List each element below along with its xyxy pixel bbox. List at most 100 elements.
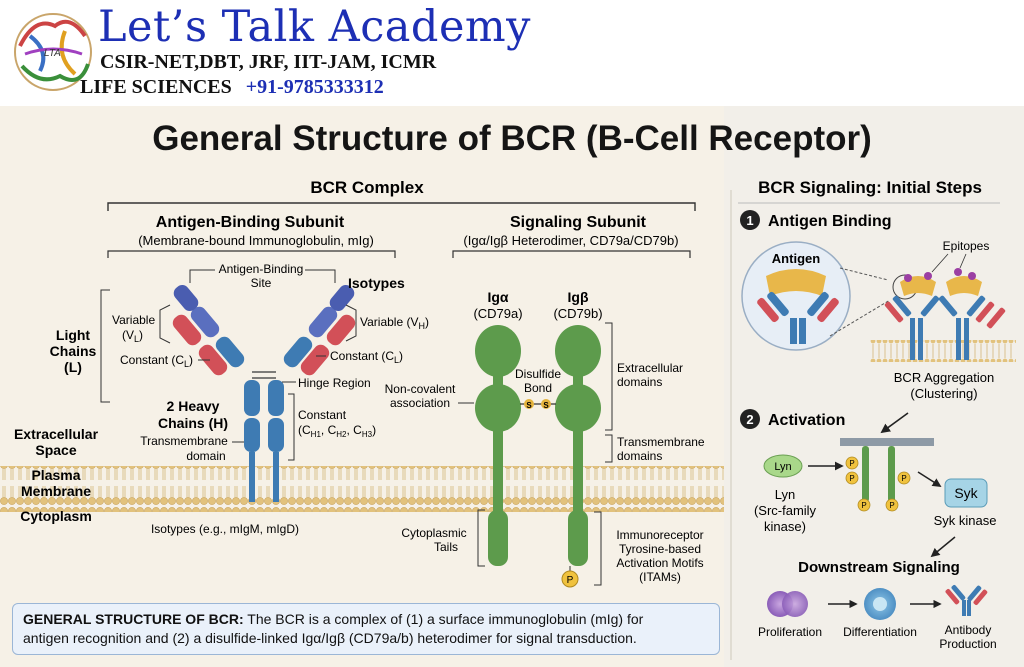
brand-subject-line: LIFE SCIENCES+91-9785333312 — [80, 76, 384, 99]
ig-beta-transmembrane — [573, 430, 583, 512]
signaling-subunit-subtitle: (Igα/Igβ Heterodimer, CD79a/CD79b) — [463, 233, 678, 248]
signaling-subunit-bracket — [452, 250, 691, 258]
zoom-line-bottom — [829, 299, 891, 337]
itam-line1: Immunoreceptor — [616, 528, 703, 542]
academy-logo: LTA — [14, 13, 92, 91]
heavy-chains-line2: Chains (H) — [158, 415, 228, 431]
caption-bold: GENERAL STRUCTURE OF BCR: — [23, 611, 244, 627]
constant-l-left: Constant (CL) — [120, 353, 193, 369]
variable-h-sub: H — [418, 321, 425, 331]
light-chains-line3: (L) — [64, 359, 82, 375]
lyn-line1: Lyn — [775, 487, 795, 502]
cluster-membrane — [870, 340, 1016, 362]
variable-l-sub: L — [134, 334, 139, 344]
logo-text: LTA — [44, 48, 61, 59]
transmembrane-left — [249, 452, 255, 502]
variable-h-bracket — [345, 304, 357, 342]
constant-h-prefix: (C — [298, 423, 311, 437]
phosphate-label-4: P — [901, 474, 906, 483]
itam-line4: (ITAMs) — [639, 570, 681, 584]
signaling-steps-title: BCR Signaling: Initial Steps — [758, 178, 982, 197]
sulfur-atom-1 — [524, 399, 534, 409]
step2-badge — [740, 409, 760, 429]
region-extracellular-line2: Space — [35, 442, 76, 458]
heavy-chain-ch1-right — [283, 336, 313, 368]
lyn-line3: kinase) — [764, 519, 806, 534]
disulfide-line1: Disulfide — [515, 367, 561, 381]
binding-site-bracket — [189, 269, 336, 283]
itam-bracket — [594, 511, 602, 586]
light-chain-vl-right — [326, 314, 356, 346]
epitope-pointer-1 — [931, 253, 949, 273]
bcr-cluster — [884, 268, 1006, 360]
caption-line1: The BCR is a complex of (1) a surface im… — [243, 611, 644, 627]
transmembrane-right — [273, 452, 279, 502]
antibody-line2: Production — [939, 637, 996, 651]
heavy-chain-vh-left — [190, 306, 220, 338]
region-extracellular-line1: Extracellular — [14, 426, 99, 442]
proliferation-cell-2 — [782, 591, 808, 617]
differentiation-label: Differentiation — [843, 625, 917, 639]
constant-h-line1: Constant — [298, 408, 347, 422]
isotypes-example: Isotypes (e.g., mIgM, mIgD) — [151, 522, 299, 536]
variable-l-prefix: (V — [122, 328, 134, 342]
constant-l-right-sub: L — [394, 355, 399, 365]
ig-beta-chain — [555, 325, 601, 566]
region-cytoplasm: Cytoplasm — [20, 508, 92, 524]
membrane-immunoglobulin — [172, 284, 356, 502]
aggregation-line1: BCR Aggregation — [894, 370, 994, 385]
ig-alpha-domain-bottom — [475, 384, 521, 432]
step1-badge — [740, 210, 760, 230]
ig-beta-label: Igβ — [568, 289, 589, 305]
region-plasma-line2: Membrane — [21, 483, 91, 499]
bcr-diagram: General Structure of BCR (B-Cell Recepto… — [0, 106, 1024, 667]
sulfur-atom-2 — [541, 399, 551, 409]
heavy-chain-ch3-right — [268, 418, 284, 452]
lyn-badge-label: Lyn — [774, 461, 791, 473]
constant-h-sub1: H1 — [311, 430, 322, 439]
antibody-production-icon — [945, 584, 988, 616]
ig-alpha-domain-top — [475, 325, 521, 377]
step2-number: 2 — [746, 412, 753, 427]
ig-alpha-label: Igα — [487, 289, 508, 305]
constant-h-line2: (CH1, CH2, CH3) — [298, 423, 376, 439]
right-panel-bg — [724, 106, 1024, 667]
heavy-chain-ch1-left — [215, 336, 245, 368]
transmembrane-line1: Transmembrane — [140, 434, 228, 448]
ig-alpha-tail — [488, 510, 508, 566]
ig-alpha-chain — [475, 325, 521, 566]
light-chains-bracket — [100, 289, 110, 403]
constant-l-right: Constant (CL) — [330, 349, 403, 365]
heavy-chains-line1: 2 Heavy — [167, 398, 220, 414]
itam-line2: Tyrosine-based — [619, 542, 701, 556]
brand-title: Let’s Talk Academy — [98, 2, 531, 52]
caption-box: GENERAL STRUCTURE OF BCR: The BCR is a c… — [12, 603, 720, 655]
sulfur-label-2: S — [543, 401, 549, 410]
cytoplasmic-tails-bracket — [477, 509, 485, 567]
complex-bracket — [107, 202, 696, 211]
left-panel-bg — [0, 106, 724, 667]
antigen-site-right — [329, 284, 355, 312]
light-chains-line1: Light — [56, 327, 91, 343]
heavy-chain-vh-right — [308, 306, 338, 338]
syk-badge-label: Syk — [954, 485, 978, 501]
ig-beta-tail — [568, 510, 588, 566]
isotypes-label: Isotypes — [348, 275, 405, 291]
transmembrane-domains-line1: Transmembrane — [617, 435, 705, 449]
step-arrow-1 — [880, 412, 909, 434]
zoom-line-top — [839, 267, 889, 281]
phosphate-label-3: P — [861, 501, 866, 510]
heavy-chain-ch2-left — [244, 380, 260, 416]
phosphate-label-5: P — [889, 501, 894, 510]
cytoplasmic-line2: Tails — [434, 540, 458, 554]
page-title: General Structure of BCR (B-Cell Recepto… — [152, 119, 872, 158]
epitopes-label: Epitopes — [943, 239, 990, 253]
antigen-subunit-title: Antigen-Binding Subunit — [156, 214, 345, 231]
brand-exams: CSIR-NET,DBT, JRF, IIT-JAM, ICMR — [100, 51, 437, 73]
transmembrane-domains-bracket — [605, 434, 613, 463]
downstream-title: Downstream Signaling — [798, 559, 960, 576]
caption-line1-row: GENERAL STRUCTURE OF BCR: The BCR is a c… — [23, 610, 709, 629]
ig-alpha-transmembrane — [493, 430, 503, 512]
light-chain-cl-right — [300, 344, 330, 376]
variable-l-line1: Variable — [112, 313, 155, 327]
